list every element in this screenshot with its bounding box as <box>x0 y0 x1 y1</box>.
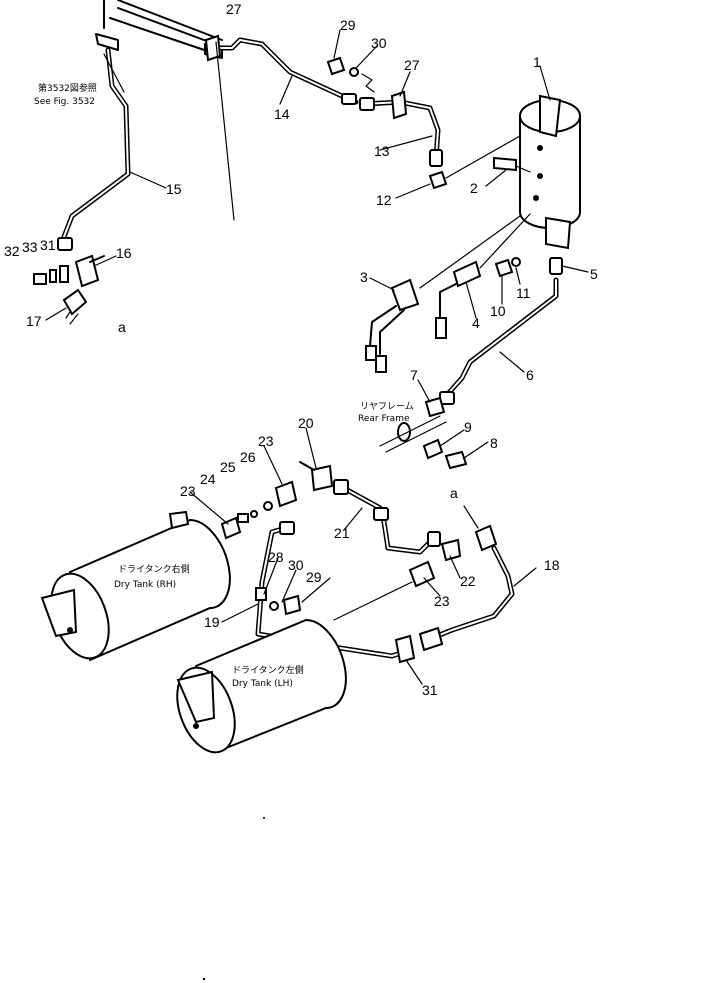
elbow-22 <box>440 538 462 562</box>
callout-30b: 30 <box>288 557 304 573</box>
callout-3: 3 <box>360 269 368 285</box>
callout-32: 32 <box>4 243 20 259</box>
switch-3 <box>365 278 420 373</box>
callout-29a: 29 <box>340 17 356 33</box>
dry-tank-rh <box>40 510 231 662</box>
callout-5: 5 <box>590 266 598 282</box>
callout-10: 10 <box>490 303 506 319</box>
callout-20: 20 <box>298 415 314 431</box>
frame-rails <box>95 0 223 59</box>
callout-14: 14 <box>274 106 290 122</box>
dry-tank-rh-label-en: Dry Tank (RH) <box>114 580 176 590</box>
pipe-21 <box>333 479 441 555</box>
callout-31b: 31 <box>422 682 438 698</box>
callout-33: 33 <box>22 239 38 255</box>
callout-15: 15 <box>166 181 182 197</box>
callout-12: 12 <box>376 192 392 208</box>
callout-27a: 27 <box>226 1 242 17</box>
pipe-14 <box>209 37 359 105</box>
callout-6: 6 <box>526 367 534 383</box>
pipe-13 <box>359 90 443 167</box>
callout-18: 18 <box>544 557 560 573</box>
see-fig-note-jp: 第3532図参照 <box>38 82 97 94</box>
pipe-6 <box>439 257 563 405</box>
callout-a-upper: a <box>118 319 126 335</box>
callout-31a: 31 <box>40 237 56 253</box>
scan-speck <box>263 817 265 819</box>
dry-tank-lh <box>176 618 347 754</box>
rear-frame-label-en: Rear Frame <box>358 414 410 424</box>
callout-21: 21 <box>334 525 350 541</box>
callout-7: 7 <box>410 367 418 383</box>
rear-frame-connector-7-8-9 <box>379 396 468 470</box>
scan-speck <box>202 977 206 981</box>
callout-29b: 29 <box>306 569 322 585</box>
callout-24: 24 <box>200 471 216 487</box>
callout-9: 9 <box>464 419 472 435</box>
dry-tank-rh-label-jp: ドライタンク右側 <box>118 563 190 575</box>
callout-17: 17 <box>26 313 42 329</box>
fitting-12 <box>428 135 521 190</box>
callout-25: 25 <box>220 459 236 475</box>
bolt-10-washer-11 <box>494 257 521 278</box>
dry-tank-lh-label-jp: ドライタンク左側 <box>232 664 304 676</box>
air-tank-1 <box>419 94 581 289</box>
fittings-16-31-32-33 <box>33 237 105 325</box>
callout-27b: 27 <box>404 57 420 73</box>
callout-1: 1 <box>533 54 541 70</box>
callout-19: 19 <box>204 614 220 630</box>
callout-a-lower: a <box>450 485 458 501</box>
callout-23c: 23 <box>434 593 450 609</box>
callout-8: 8 <box>490 435 498 451</box>
hose-18 <box>418 505 515 652</box>
callout-26: 26 <box>240 449 256 465</box>
sensor-4 <box>435 213 531 339</box>
callout-28: 28 <box>268 549 284 565</box>
valve-2 <box>493 156 531 173</box>
bolt-29-washer-30-upper <box>326 56 375 93</box>
leader-lines <box>45 29 589 685</box>
callout-16: 16 <box>116 245 132 261</box>
callout-23a: 23 <box>258 433 274 449</box>
callout-30a: 30 <box>371 35 387 51</box>
bolt-29-washer-30-lower <box>269 594 302 616</box>
callout-23b: 23 <box>180 483 196 499</box>
pipe-15 <box>59 47 131 245</box>
callout-11: 11 <box>516 285 531 301</box>
pipe-19 <box>255 521 416 664</box>
fitting-23-lower <box>333 560 436 621</box>
see-fig-note-en: See Fig. 3532 <box>34 97 95 107</box>
rear-frame-label-jp: リヤフレーム <box>360 401 414 412</box>
dry-tank-lh-label-en: Dry Tank (LH) <box>232 679 293 689</box>
callout-4: 4 <box>472 315 480 331</box>
callout-13: 13 <box>374 143 390 159</box>
callout-2: 2 <box>470 180 478 196</box>
tee-20 <box>299 461 334 492</box>
callout-22: 22 <box>460 573 476 589</box>
